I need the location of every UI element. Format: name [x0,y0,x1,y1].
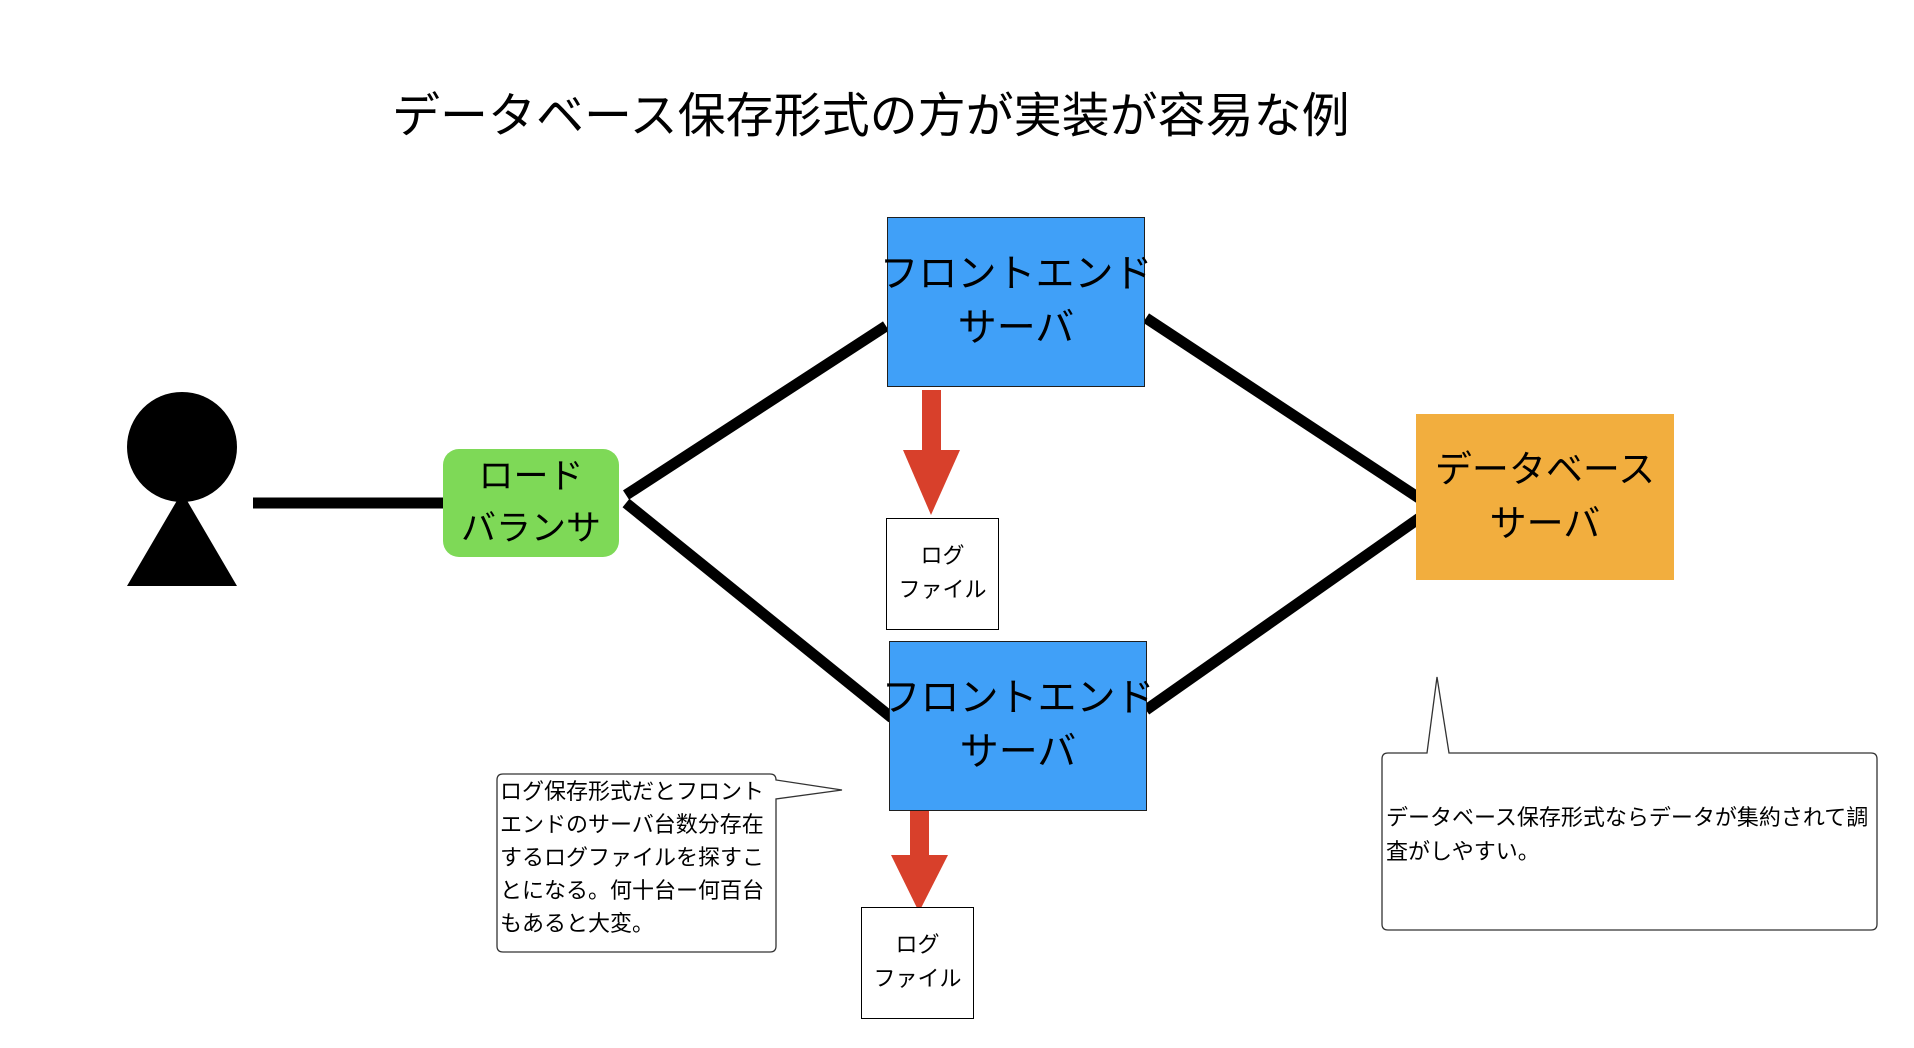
log-file-top-node: ログ ファイル [886,518,999,630]
connector-fe-top-db [1142,313,1432,509]
frontend-top-label-line1: フロントエンド [879,252,1153,297]
load-balancer-label-line2: バランサ [460,509,601,549]
frontend-bottom-label-line2: サーバ [959,730,1077,775]
log-file-bottom-node: ログ ファイル [861,907,974,1019]
database-server-node: データベース サーバ [1416,414,1674,580]
callout-line: とになる。何十台ー何百台 [500,879,765,904]
frontend-server-bottom-node: フロントエンド サーバ [882,641,1155,811]
callout-line: 査がしやすい。 [1386,840,1540,865]
callout-db-format-text: データベース保存形式ならデータが集約されて調 査がしやすい。 [1386,802,1868,870]
callout-bubble-right [1381,676,1878,931]
database-label-line1: データベース [1434,448,1656,491]
log-arrow-bottom [891,811,948,912]
connector-lb-fe-top [623,321,889,500]
page-title: データベース保存形式の方が実装が容易な例 [392,88,1350,144]
callout-line: するログファイルを探すこ [500,846,765,871]
person-icon [127,392,237,586]
frontend-top-label-line2: サーバ [957,306,1075,351]
frontend-server-top-node: フロントエンド サーバ [880,217,1153,387]
log-top-label-line2: ファイル [898,578,987,603]
log-top-label-line1: ログ [920,544,965,569]
database-label-line2: サーバ [1489,502,1601,545]
callout-line: エンドのサーバ台数分存在 [500,813,764,838]
callout-bubble-left [496,773,843,953]
log-bottom-label-line1: ログ [895,933,940,958]
callout-line: ログ保存形式だとフロント [500,780,765,805]
callout-log-format-text: ログ保存形式だとフロント エンドのサーバ台数分存在 するログファイルを探すこ と… [500,776,764,941]
callout-line: データベース保存形式ならデータが集約されて調 [1386,806,1869,831]
load-balancer-label-line1: ロード [478,457,584,497]
connector-fe-bottom-db [1142,507,1432,715]
frontend-bottom-label-line1: フロントエンド [881,676,1155,721]
callout-line: もあると大変。 [500,912,655,937]
log-bottom-label-line2: ファイル [873,967,962,992]
connector-lb-fe-bottom [622,498,896,723]
load-balancer-node: ロード バランサ [443,449,619,557]
log-arrow-top [903,390,960,515]
